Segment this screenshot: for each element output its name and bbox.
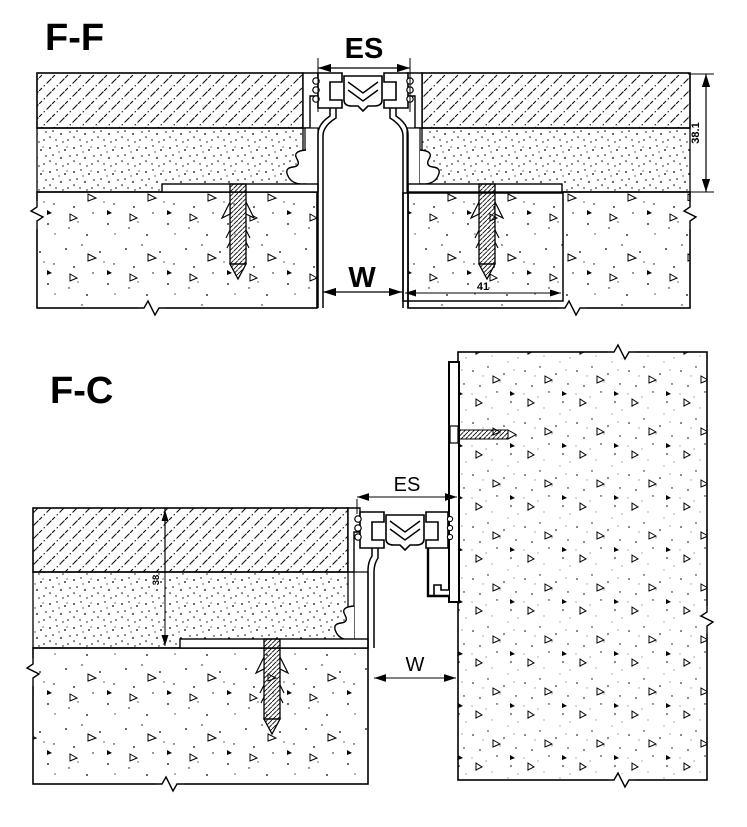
ff-screed-layer-right xyxy=(421,127,691,193)
fc-dim-es xyxy=(356,493,457,514)
ff-dim-height xyxy=(688,73,714,193)
ff-concrete-slab-right xyxy=(407,191,691,309)
ff-side-curl-left xyxy=(286,149,307,185)
ff-dim-anchor-width-label: 41 xyxy=(477,281,489,293)
ff-side-curl-right xyxy=(419,149,440,185)
fc-tile-layer xyxy=(32,507,349,573)
section-ff: F-F ES W 38.1 41 xyxy=(30,17,714,316)
fc-break-floor-bottom xyxy=(155,776,185,792)
ff-dim-w-label: W xyxy=(348,262,376,294)
fc-break-wall-right xyxy=(700,605,714,635)
ff-break-right xyxy=(683,200,697,230)
fc-wall-screw xyxy=(449,425,518,444)
fc-screed-layer xyxy=(32,571,349,649)
ff-tile-layer-left xyxy=(36,72,304,129)
ff-title: F-F xyxy=(45,17,104,59)
ff-detail-box xyxy=(402,192,564,302)
fc-dim-height-label: 38 xyxy=(151,575,162,586)
ff-concrete-slab-left xyxy=(36,191,318,309)
fc-break-wall-bottom xyxy=(607,772,637,788)
ff-break-bottom-right xyxy=(558,300,588,316)
ff-dim-es xyxy=(317,58,411,112)
fc-break-wall-top xyxy=(607,344,637,360)
section-fc: F-C ES W 38 xyxy=(26,344,714,792)
ff-dim-height-label: 38.1 xyxy=(690,122,702,143)
ff-screed-layer-left xyxy=(36,127,304,193)
fc-side-curl xyxy=(334,605,355,641)
fc-title: F-C xyxy=(50,370,113,412)
ff-tile-layer-right xyxy=(421,72,691,129)
ff-break-bottom-left xyxy=(137,300,167,316)
ff-dim-es-label: ES xyxy=(345,33,384,65)
fc-wall-concrete xyxy=(457,351,708,781)
fc-break-floor-left xyxy=(26,657,40,687)
fc-wall-angle-profile xyxy=(448,361,460,603)
fc-joint-profile xyxy=(179,361,518,649)
fc-concrete-slab xyxy=(32,647,369,785)
fc-dim-es-label: ES xyxy=(394,474,421,496)
ff-break-left xyxy=(30,200,44,230)
fc-dim-w-label: W xyxy=(406,654,425,676)
